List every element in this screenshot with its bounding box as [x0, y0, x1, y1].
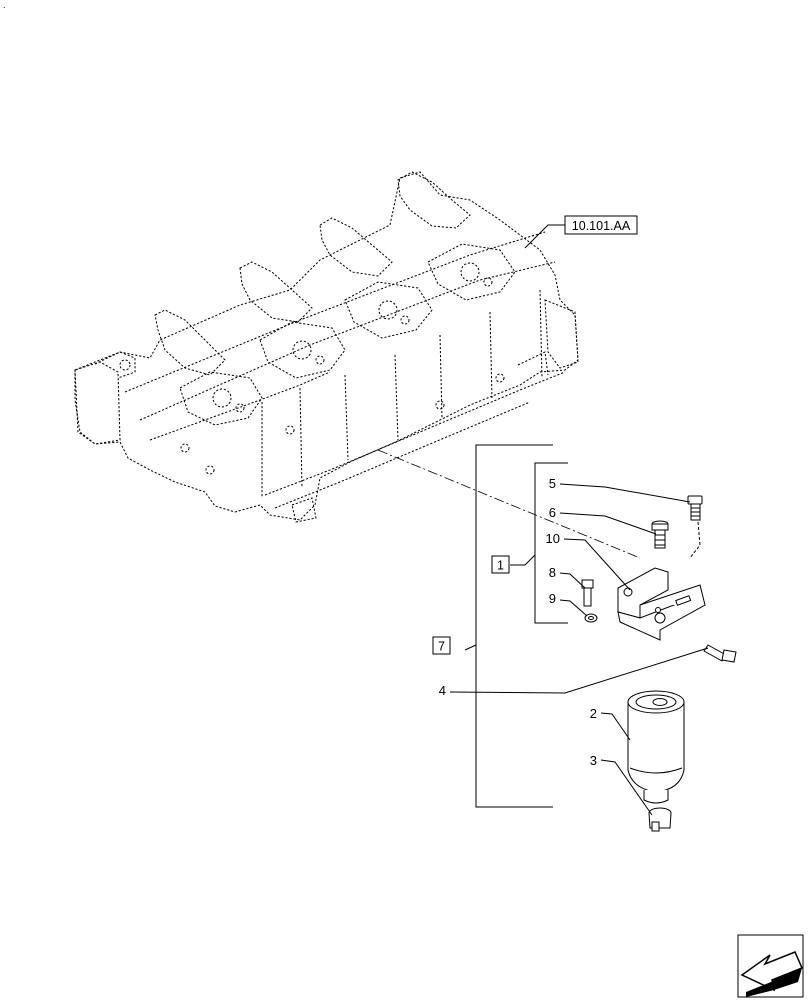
part-5-banjo-bolt	[687, 495, 703, 521]
cylinder-head-phantom	[74, 171, 579, 523]
leader-5	[559, 483, 691, 503]
leader-8	[559, 572, 586, 589]
part-6-fitting	[651, 520, 669, 549]
next-page-arrow-icon[interactable]	[737, 934, 804, 998]
reference-label[interactable]: 10.101.AA	[572, 219, 631, 233]
leader-6	[559, 512, 657, 535]
callout-6[interactable]: 6	[549, 505, 556, 520]
callout-2[interactable]: 2	[590, 706, 597, 721]
corner-mark: .	[3, 0, 6, 10]
mounting-center-line	[377, 449, 641, 559]
leader-9	[559, 599, 588, 617]
part-2-filter-cartridge	[627, 690, 685, 804]
callout-5[interactable]: 5	[549, 476, 556, 491]
leader-2	[600, 712, 631, 741]
assembly-1-label[interactable]: 1	[497, 559, 504, 573]
callout-4[interactable]: 4	[439, 683, 446, 698]
callout-3[interactable]: 3	[590, 753, 597, 768]
part-5-axis	[689, 521, 701, 559]
callout-9[interactable]: 9	[549, 591, 556, 606]
leader-3	[600, 759, 653, 816]
assembly-7-box[interactable]	[432, 636, 451, 655]
leader-4	[449, 647, 709, 694]
part-4-bolt	[703, 644, 737, 663]
callout-8[interactable]: 8	[549, 565, 556, 580]
reference-callout[interactable]: 10.101.AA	[524, 215, 638, 249]
leader-10	[563, 538, 631, 591]
part-3-drain-cup	[648, 807, 672, 832]
assembly-7-label[interactable]: 7	[438, 640, 445, 654]
assembly-1-bracket: 1	[491, 462, 568, 624]
part-9-washer	[584, 613, 598, 623]
part-10-filter-head	[617, 567, 706, 641]
part-8-screw	[581, 579, 594, 607]
assembly-1-box[interactable]	[491, 555, 510, 574]
assembly-7-bracket: 7	[432, 444, 553, 808]
callout-10[interactable]: 10	[546, 531, 560, 546]
reference-leader	[524, 224, 565, 249]
